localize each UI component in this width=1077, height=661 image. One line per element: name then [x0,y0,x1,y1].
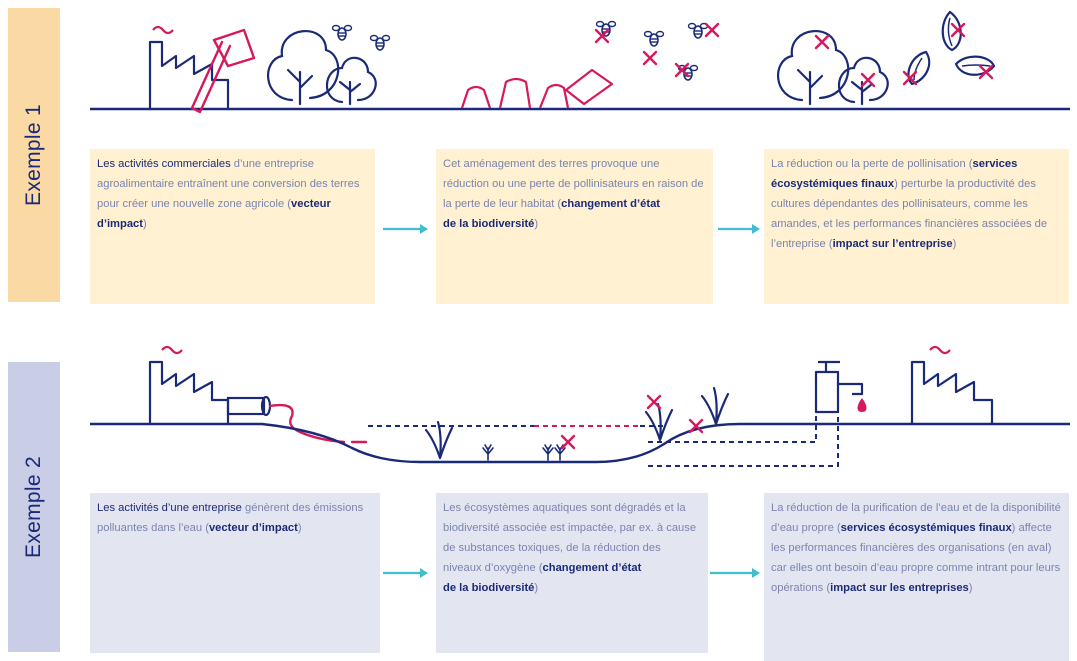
box-bold-term: impact sur l’entreprise [832,238,953,250]
box-bold-term: de la biodiversité [443,582,535,594]
example1-business-impact-box: La réduction ou la perte de pollinisatio… [764,149,1069,304]
box-text: ) [143,218,147,230]
box-text: Cet aménagement des terres provoque une … [443,158,704,210]
box-text: ) [952,238,957,250]
cross-icon [978,64,994,80]
water-drop-icon [857,398,867,412]
pollution-stream [268,403,368,444]
box-bold-term: vecteur d’impact [97,198,331,230]
box-bold-term: impact sur les entreprises [830,582,969,594]
flow-arrow [718,224,760,234]
box-bold-term: services écosystémiques finaux [771,158,1018,190]
cross-icon [860,72,876,88]
box-bold-term: changement d’état [561,198,661,210]
box-text: Les écosystèmes aquatiques sont dégradés… [443,502,697,574]
box-bold-term: changement d’état [542,562,642,574]
tree-icon [267,29,377,106]
example2-label-panel: Exemple 2 [8,362,60,652]
example2-business-impact-box: La réduction de la purification de l’eau… [764,493,1069,661]
tree-icon [777,29,889,106]
cross-icon [560,434,576,450]
cross-icon [950,22,966,38]
flow-arrow [383,224,428,234]
box-lead-text: Les activités commerciales [97,158,231,170]
flow-arrow [383,568,428,578]
box-text: ) [297,522,302,534]
box-text: génèrent des émissions polluantes dans l… [97,502,364,534]
flow-arrow [710,568,760,578]
example1-impact-driver-box: Les activités commerciales d’une entrepr… [90,149,375,304]
bee-icon [687,22,709,39]
example1-biodiversity-change-box: Cet aménagement des terres provoque une … [436,149,713,304]
factory-icon [910,345,994,424]
box-text: d’une entreprise agroalimentaire entraîn… [97,158,360,210]
faucet-icon [814,360,864,414]
cross-icon [642,50,658,66]
grass-icon [482,444,494,461]
bee-icon [369,34,391,51]
box-text: La réduction ou la perte de pollinisatio… [771,158,973,170]
cross-icon [814,34,830,50]
box-bold-term: vecteur d’impact [208,522,298,534]
pipe-icon [226,395,272,417]
grass-icon [542,444,554,461]
stump-icon [460,68,614,109]
box-bold-term: services écosystémiques finaux [840,522,1012,534]
box-lead-text: Les activités d’une entreprise [97,502,242,514]
example1-label-panel: Exemple 1 [8,8,60,302]
factory-icon [148,345,230,424]
box-text: La réduction de la purification de l’eau… [771,502,1061,534]
grass-icon [644,402,674,442]
box-text: ) [534,218,539,230]
example2-biodiversity-change-box: Les écosystèmes aquatiques sont dégradés… [436,493,708,653]
bee-icon [331,24,353,41]
almond-icon [907,10,996,86]
box-text: ) perturbe la productivité des cultures … [771,178,1048,250]
riverbed-line [90,422,1070,464]
axe-icon [190,28,256,114]
box-text: ) [534,582,539,594]
bee-icon [643,30,665,47]
grass-icon [700,386,730,426]
example2-impact-driver-box: Les activités d’une entreprise génèrent … [90,493,380,653]
cross-icon [704,22,720,38]
grass-icon [424,420,454,460]
cross-icon [646,394,662,410]
box-text: ) affecte les performances financières d… [771,522,1061,594]
box-text: ) [968,582,973,594]
box-bold-term: de la biodiversité [443,218,535,230]
water-pipe [648,410,839,467]
